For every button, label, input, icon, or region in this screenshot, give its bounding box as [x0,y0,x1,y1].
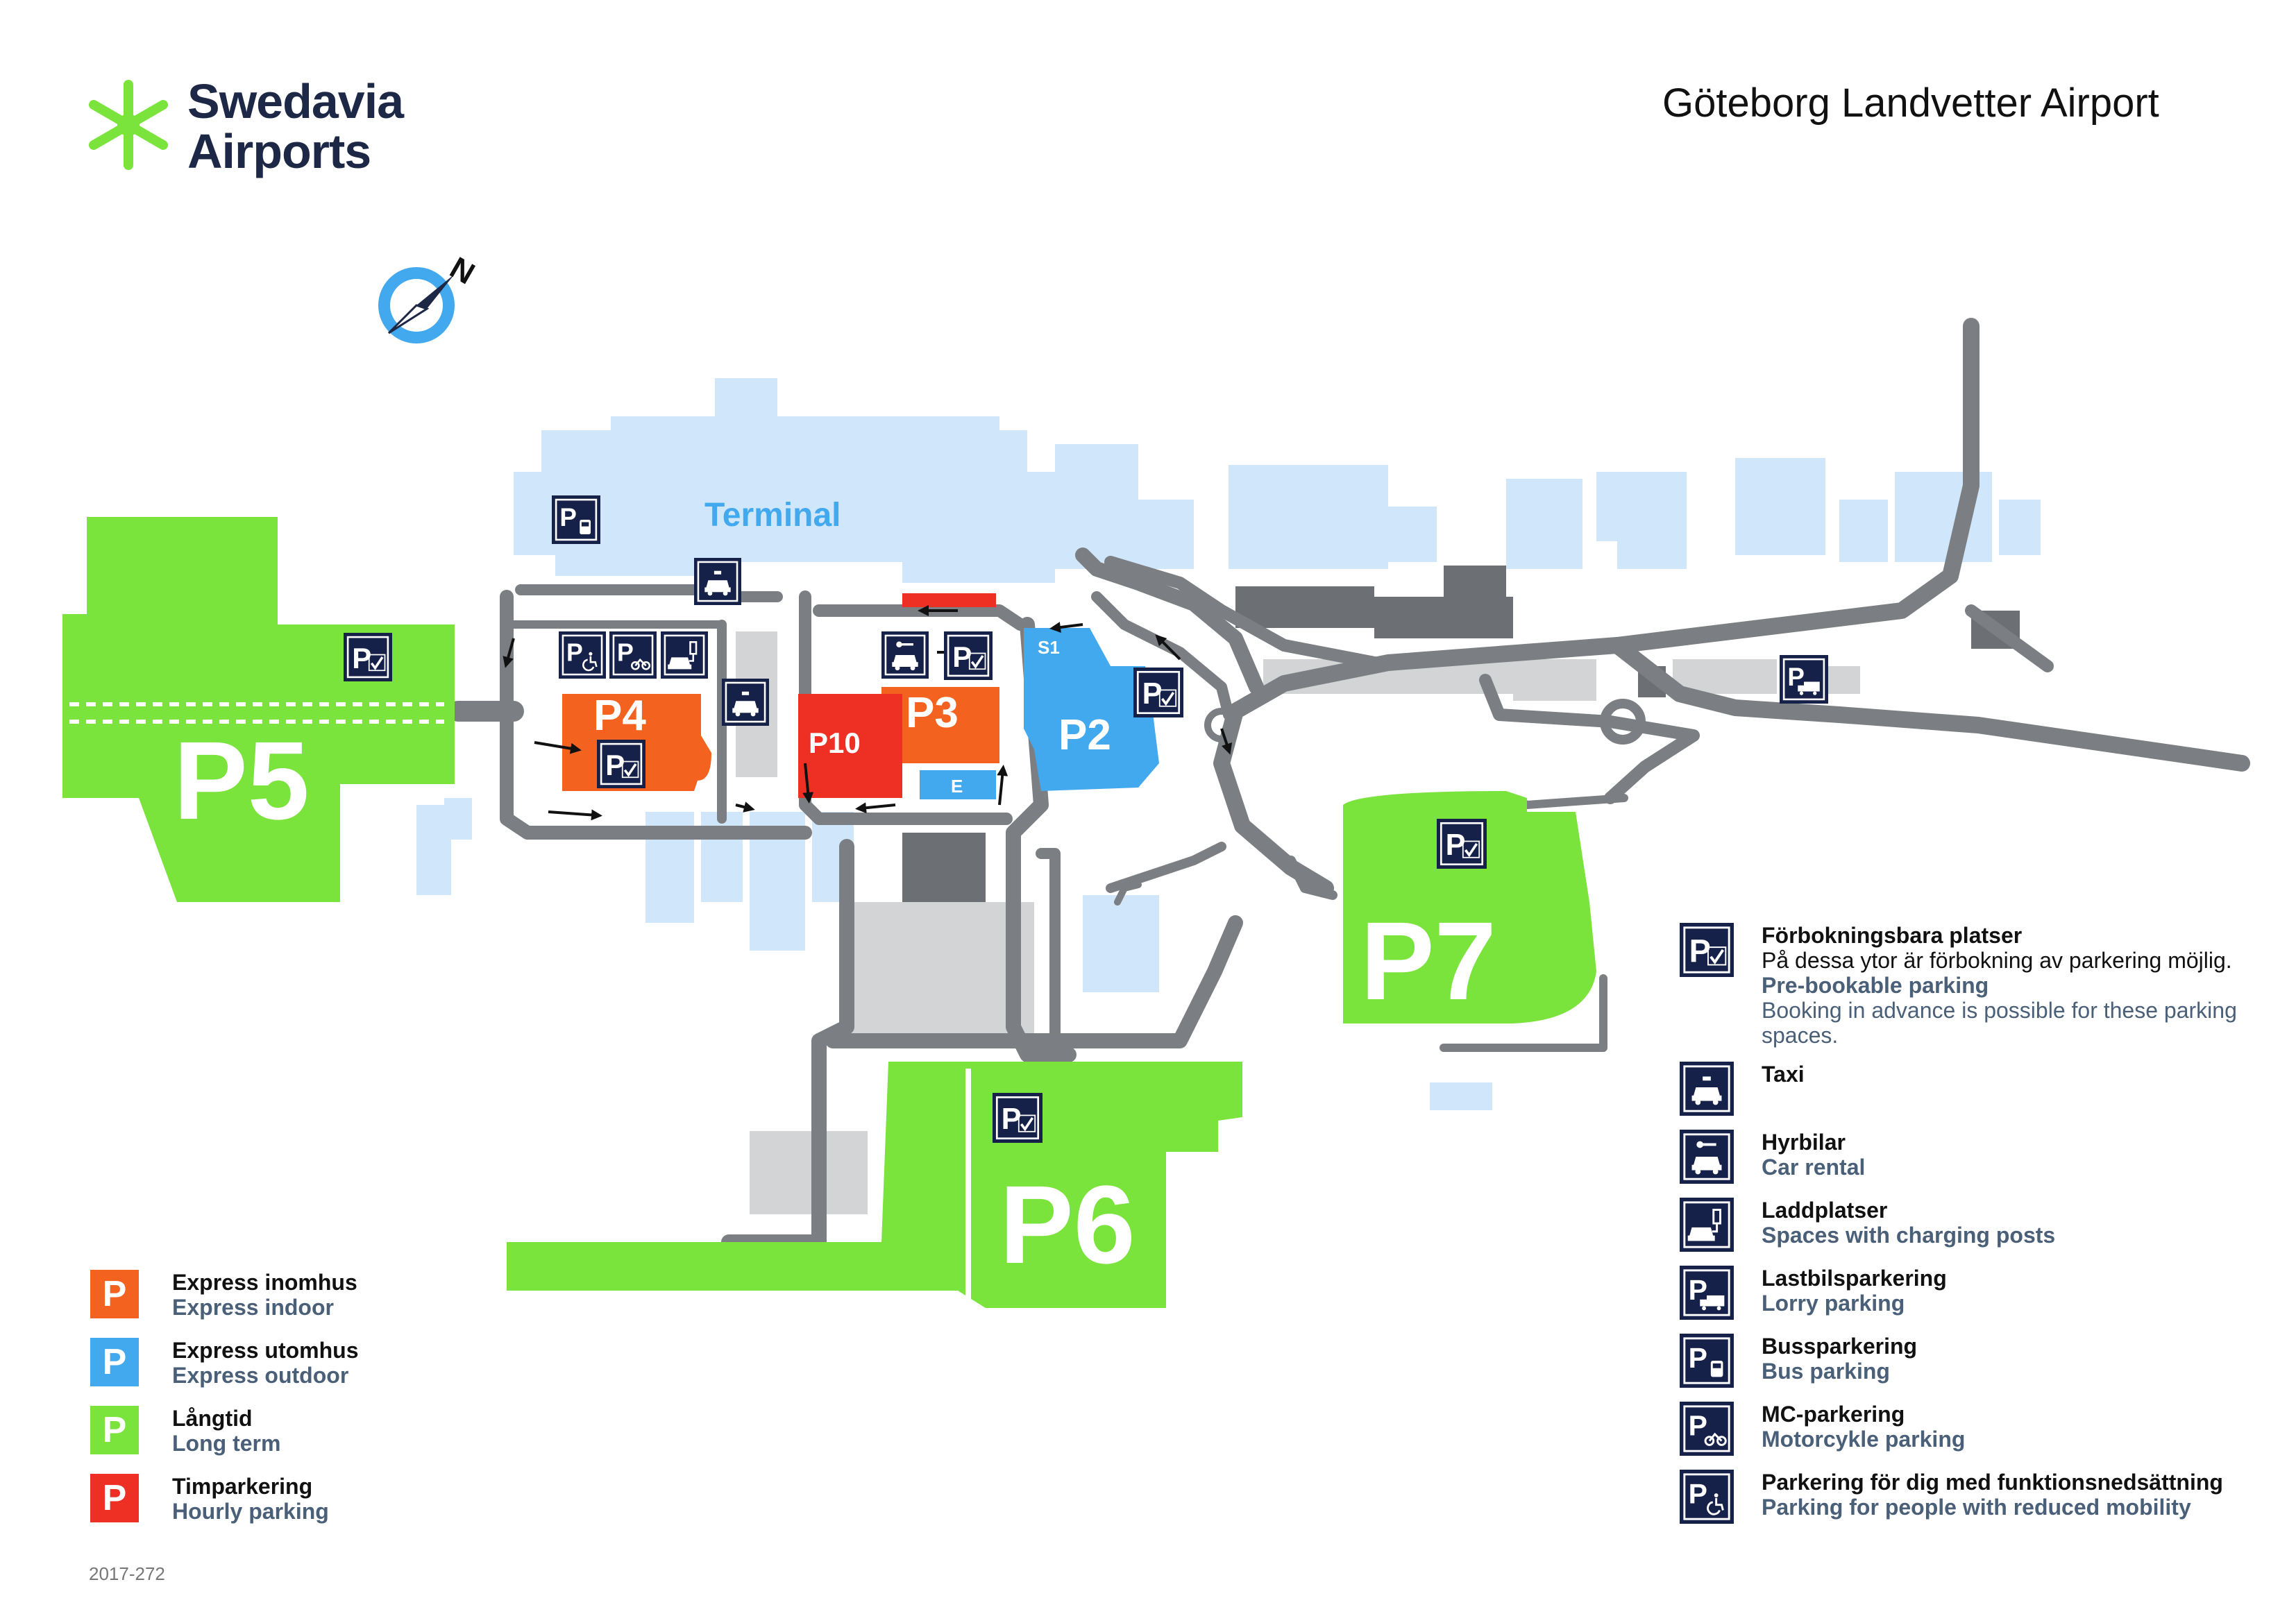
legend-label-sv: Express utomhus [172,1338,359,1363]
legend-item-express-indoor: P Express inomhus Express indoor [90,1270,357,1320]
accessible-map-icon [559,631,606,679]
p2-zone: P2 [1024,628,1159,791]
p10-zone: P10 [798,694,902,798]
prebook-icon-p5 [344,633,392,681]
bus-parking-map-icon [552,495,600,544]
prebook-icon-p7 [1437,819,1487,869]
hourly-strip [902,593,996,607]
p5-zone: P5 [62,517,455,902]
icon-label-sv: Taxi [1762,1062,1805,1087]
legend-item-hourly: P Timparkering Hourly parking [90,1474,329,1524]
legend-label-en: Express indoor [172,1295,334,1320]
taxi-icon [1680,1062,1734,1116]
prebook-parking-icon [1680,923,1734,977]
legend-swatch: P [90,1270,139,1318]
p4-label: P4 [593,692,646,740]
prebook-icon-p6 [993,1093,1043,1143]
icon-label-sv: Lastbilsparkering [1762,1266,1947,1291]
icon-label-sv: Förbokningsbara platser [1762,923,2023,948]
charging-map-icon [661,631,708,679]
service-buildings [902,566,2020,909]
icon-label-sv: Bussparkering [1762,1334,1918,1359]
icon-label-en: Parking for people with reduced mobility [1762,1495,2191,1520]
legend-swatch: P [90,1406,139,1454]
mc-map-icon [609,631,657,679]
icon-desc-sv: På dessa ytor är förbokning av parkering… [1762,948,2232,973]
p2-label: P2 [1058,711,1111,759]
legend-label-en: Hourly parking [172,1499,329,1524]
logo-line2: Airports [187,124,371,178]
legend-label-sv: Express inomhus [172,1270,357,1295]
terminal-label: Terminal [704,497,841,534]
car-rental-map-icon [881,631,929,679]
s1-label: S1 [1038,637,1060,658]
icon-legend-item-mc: MC-parkering Motorcykle parking [1680,1402,1965,1456]
p7-zone: P7 [1343,791,1596,1023]
charging-icon [1680,1198,1734,1252]
bus-parking-icon [1680,1334,1734,1388]
p6-label: P6 [999,1162,1136,1286]
taxi-map-icon-2 [722,679,769,726]
legend-item-long-term: P Långtid Long term [90,1406,280,1456]
icon-legend-item-prebook: Förbokningsbara platser På dessa ytor är… [1680,923,2247,1048]
icon-label-en: Motorcykle parking [1762,1427,1966,1452]
logo-wordmark: Swedavia Airports [187,74,404,178]
icon-label-en: Pre-bookable parking [1762,973,1989,998]
icon-legend-item-car-rental: Hyrbilar Car rental [1680,1130,1865,1184]
taxi-map-icon-1 [694,558,741,605]
legend-item-express-outdoor: P Express utomhus Express outdoor [90,1338,359,1388]
e-label: E [951,776,963,797]
road-network [448,318,2250,1250]
icon-label-sv: Parkering för dig med funktionsnedsättni… [1762,1470,2223,1495]
car-rental-icon [1680,1130,1734,1184]
icon-legend-item-lorry: Lastbilsparkering Lorry parking [1680,1266,1947,1320]
swedavia-logo-icon [89,80,168,170]
icon-legend-item-taxi: Taxi [1680,1062,1805,1116]
p10-label: P10 [809,726,861,759]
lorry-parking-icon [1680,1266,1734,1320]
legend-swatch: P [90,1474,139,1522]
logo-line1: Swedavia [187,74,404,128]
icon-legend-item-charging: Laddplatser Spaces with charging posts [1680,1198,2055,1252]
e-zone: E [920,770,996,799]
icon-legend-item-bus: Bussparkering Bus parking [1680,1334,1917,1388]
compass-north-label: N [444,250,480,291]
legend-label-en: Long term [172,1431,281,1456]
prebook-icon-p4 [597,740,645,788]
legend-label-sv: Timparkering [172,1474,313,1499]
legend-label-sv: Långtid [172,1406,253,1431]
p5-label: P5 [174,718,310,842]
icon-label-sv: Hyrbilar [1762,1130,1846,1155]
icon-label-en: Car rental [1762,1155,1866,1180]
roundabout [1600,699,1646,745]
mc-parking-icon [1680,1402,1734,1456]
legend-swatch: P [90,1338,139,1386]
icon-legend-item-accessible: Parkering för dig med funktionsnedsättni… [1680,1470,2223,1524]
prebook-icon-p2 [1133,668,1183,717]
icon-label-sv: MC-parkering [1762,1402,1905,1427]
icon-label-en: Lorry parking [1762,1291,1905,1316]
prebook-icon-p3 [944,631,993,680]
icon-label-en: Spaces with charging posts [1762,1223,2056,1248]
lorry-map-icon [1780,655,1828,704]
document-code: 2017-272 [89,1563,165,1584]
p6-zone: P6 [507,1062,1242,1308]
legend-label-en: Express outdoor [172,1363,349,1388]
icon-label-en: Bus parking [1762,1359,1890,1384]
s1-zone: S1 [1024,628,1083,663]
p3-label: P3 [906,689,959,737]
p7-label: P7 [1360,899,1496,1023]
icon-label-sv: Laddplatser [1762,1198,1888,1223]
page-title: Göteborg Landvetter Airport [1662,80,2159,126]
icon-desc-en: Booking in advance is possible for these… [1762,998,2237,1048]
accessible-parking-icon [1680,1470,1734,1524]
compass: N [378,250,480,343]
